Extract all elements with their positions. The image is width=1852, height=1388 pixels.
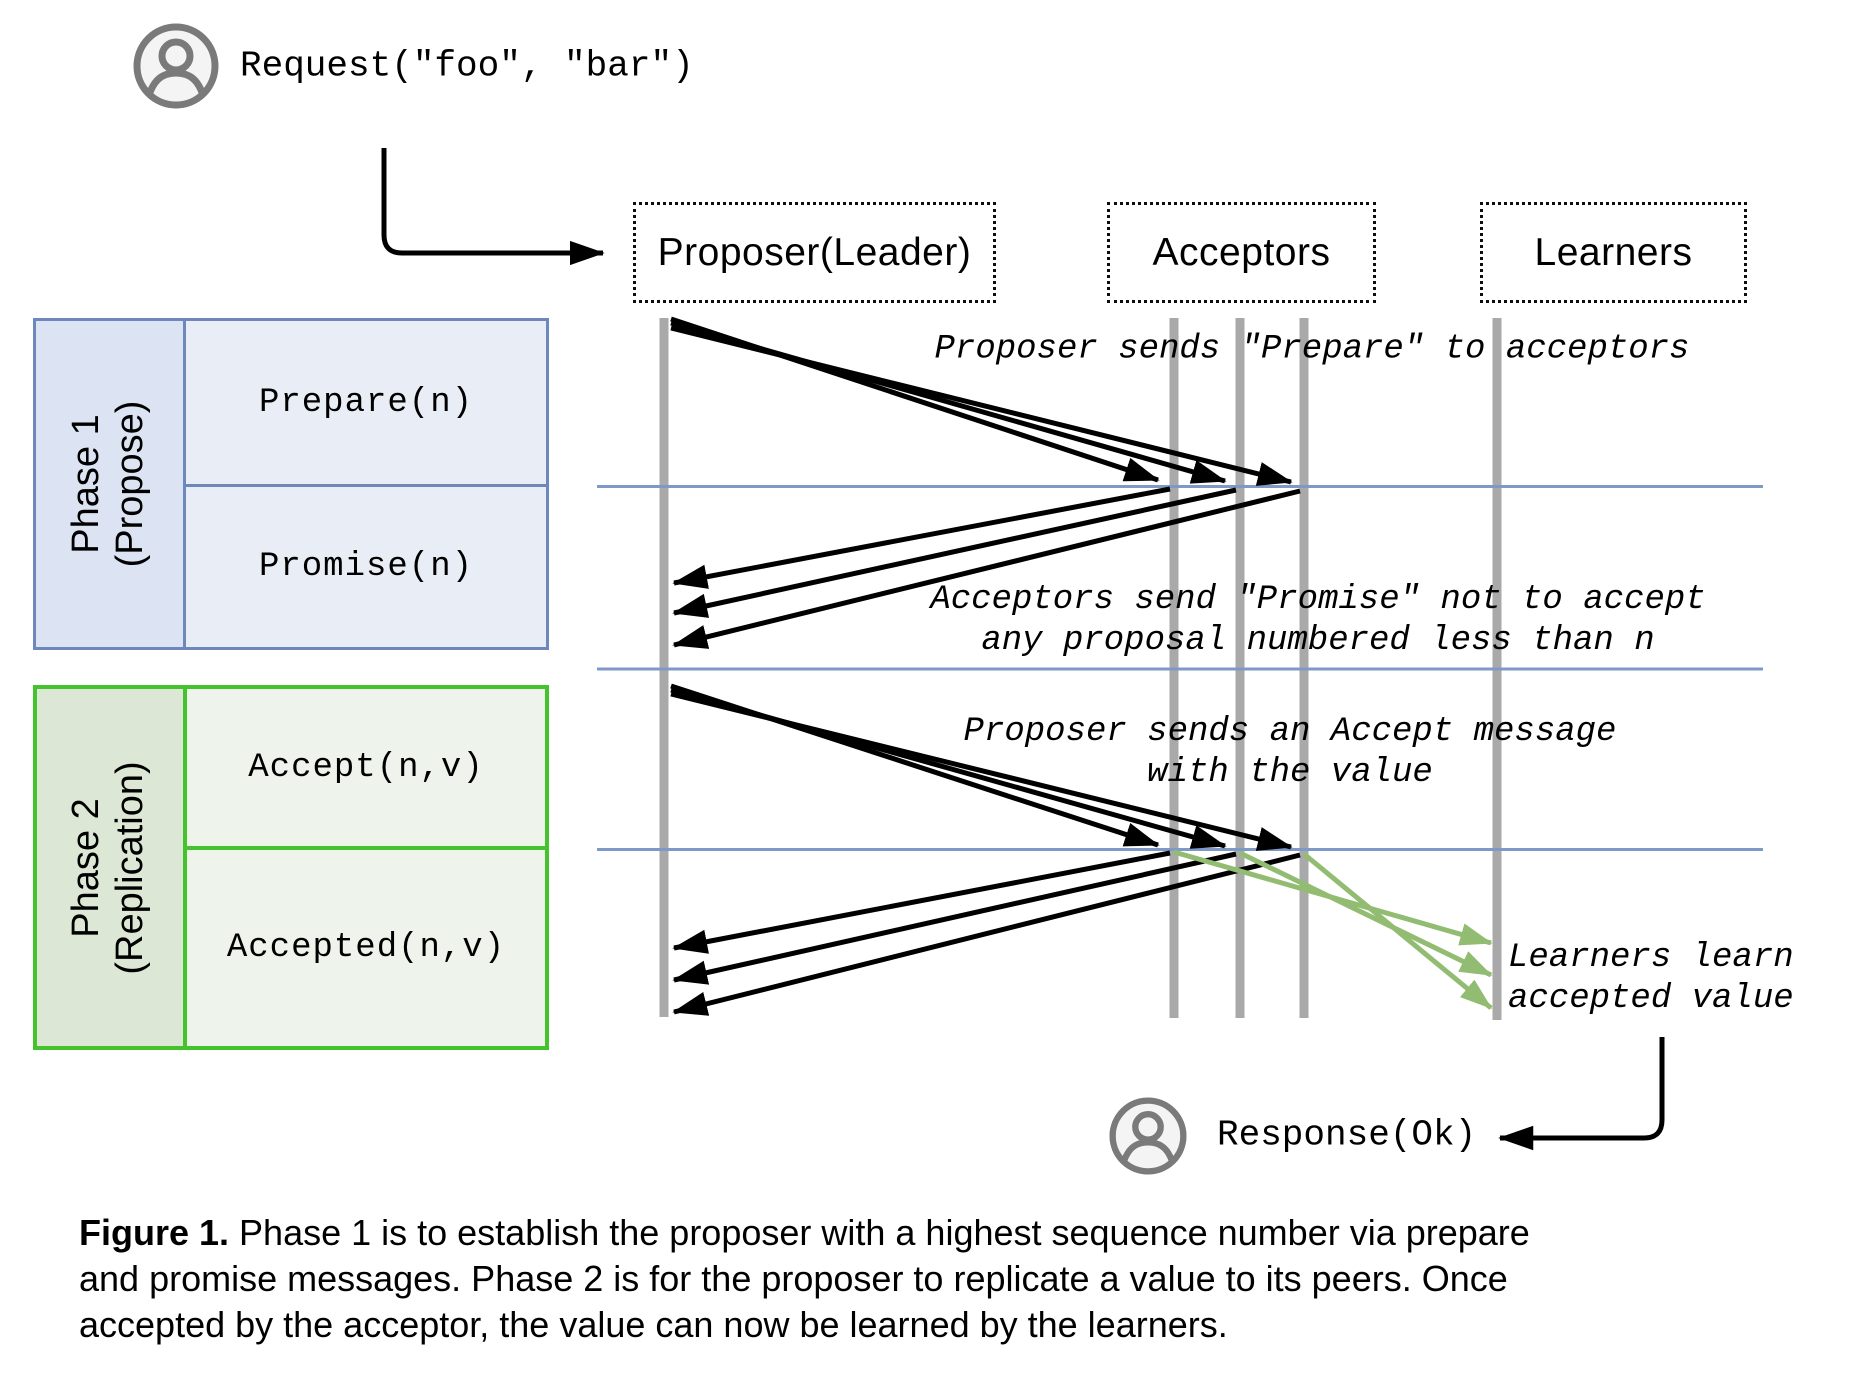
client-person-icon <box>133 23 219 109</box>
caption-line3: accepted by the acceptor, the value can … <box>79 1304 1228 1345</box>
note-promise-line2: any proposal numbered less than n <box>981 622 1655 660</box>
prepare-arrow-3 <box>670 325 1293 486</box>
response-label: Response(Ok) <box>1217 1114 1477 1156</box>
phase2-title-line2: (Replication) <box>109 761 151 975</box>
note-prepare: Proposer sends "Prepare" to acceptors <box>934 330 1690 369</box>
phase1-label-column <box>36 321 186 647</box>
request-label: Request("foo", "bar") <box>240 45 694 87</box>
phase2-row-accept: Accept(n,v) <box>187 689 545 850</box>
actor-box-proposer: Proposer(Leader) <box>633 202 996 303</box>
caption-line1: Figure 1. Phase 1 is to establish the pr… <box>79 1210 1530 1256</box>
actor-label-learners: Learners <box>1534 230 1693 274</box>
phase2-box: Accept(n,v) Accepted(n,v) <box>33 685 549 1050</box>
phase1-row-prepare: Prepare(n) <box>186 321 546 487</box>
note-accept-line2: with the value <box>1147 754 1433 792</box>
accept-arrow-3 <box>670 691 1293 851</box>
phase2-title-line1: Phase 2 <box>65 798 107 938</box>
response-arrow <box>1498 1037 1665 1151</box>
caption-figure-number: Figure 1. <box>79 1212 230 1253</box>
note-accept: Proposer sends an Accept message with th… <box>964 712 1617 794</box>
phase1-title-line2: (Propose) <box>109 400 151 568</box>
promise-row-label: Promise(n) <box>258 548 474 586</box>
note-learn: Learners learn accepted value <box>1508 938 1794 1020</box>
phase2-title: Phase 2 (Replication) <box>64 761 152 974</box>
actor-box-acceptors: Acceptors <box>1107 202 1376 303</box>
note-learn-line1: Learners learn <box>1508 939 1794 977</box>
caption-line1-rest: Phase 1 is to establish the proposer wit… <box>229 1212 1530 1253</box>
promise-arrow-2 <box>672 487 1237 618</box>
accepted-arrow-2 <box>672 851 1237 985</box>
prepare-row-label: Prepare(n) <box>258 383 474 422</box>
phase2-label-column <box>37 689 187 1046</box>
promise-arrows <box>672 486 1301 649</box>
promise-arrow-1 <box>672 486 1171 589</box>
promise-arrow-3 <box>672 488 1301 649</box>
phase-timelines <box>597 485 1763 851</box>
phase1-title: Phase 1 (Propose) <box>64 401 152 568</box>
phase2-row-accepted: Accepted(n,v) <box>187 850 545 1046</box>
accepted-arrow-1 <box>672 850 1171 954</box>
phase2-rows: Accept(n,v) Accepted(n,v) <box>187 689 545 1046</box>
prepare-arrows <box>670 316 1293 486</box>
accept-arrows <box>670 683 1293 851</box>
phase1-row-promise: Promise(n) <box>186 487 546 647</box>
figure-caption: Figure 1. Phase 1 is to establish the pr… <box>79 1210 1530 1348</box>
request-arrow <box>381 148 605 266</box>
caption-line2: and promise messages. Phase 2 is for the… <box>79 1258 1508 1299</box>
note-accept-line1: Proposer sends an Accept message <box>963 713 1617 751</box>
note-promise: Acceptors send "Promise" not to accept a… <box>930 580 1705 662</box>
phase1-box: Prepare(n) Promise(n) <box>33 318 549 650</box>
accept-row-label: Accept(n,v) <box>248 748 484 787</box>
note-promise-line1: Acceptors send "Promise" not to accept <box>930 581 1706 619</box>
client-person-icon-response <box>1109 1097 1187 1175</box>
learn-arrow-2 <box>1238 850 1493 978</box>
phase1-title-line1: Phase 1 <box>65 414 107 554</box>
actor-box-learners: Learners <box>1480 202 1747 303</box>
learn-arrows <box>1173 849 1493 1010</box>
accepted-row-label: Accepted(n,v) <box>226 929 506 967</box>
actor-label-acceptors: Acceptors <box>1152 230 1331 274</box>
actor-label-proposer: Proposer(Leader) <box>657 230 972 274</box>
note-learn-line2: accepted value <box>1508 980 1794 1018</box>
learn-arrow-3 <box>1302 852 1493 1010</box>
phase1-rows: Prepare(n) Promise(n) <box>186 321 546 647</box>
accepted-arrow-3 <box>672 852 1301 1016</box>
accepted-arrows <box>672 850 1301 1016</box>
